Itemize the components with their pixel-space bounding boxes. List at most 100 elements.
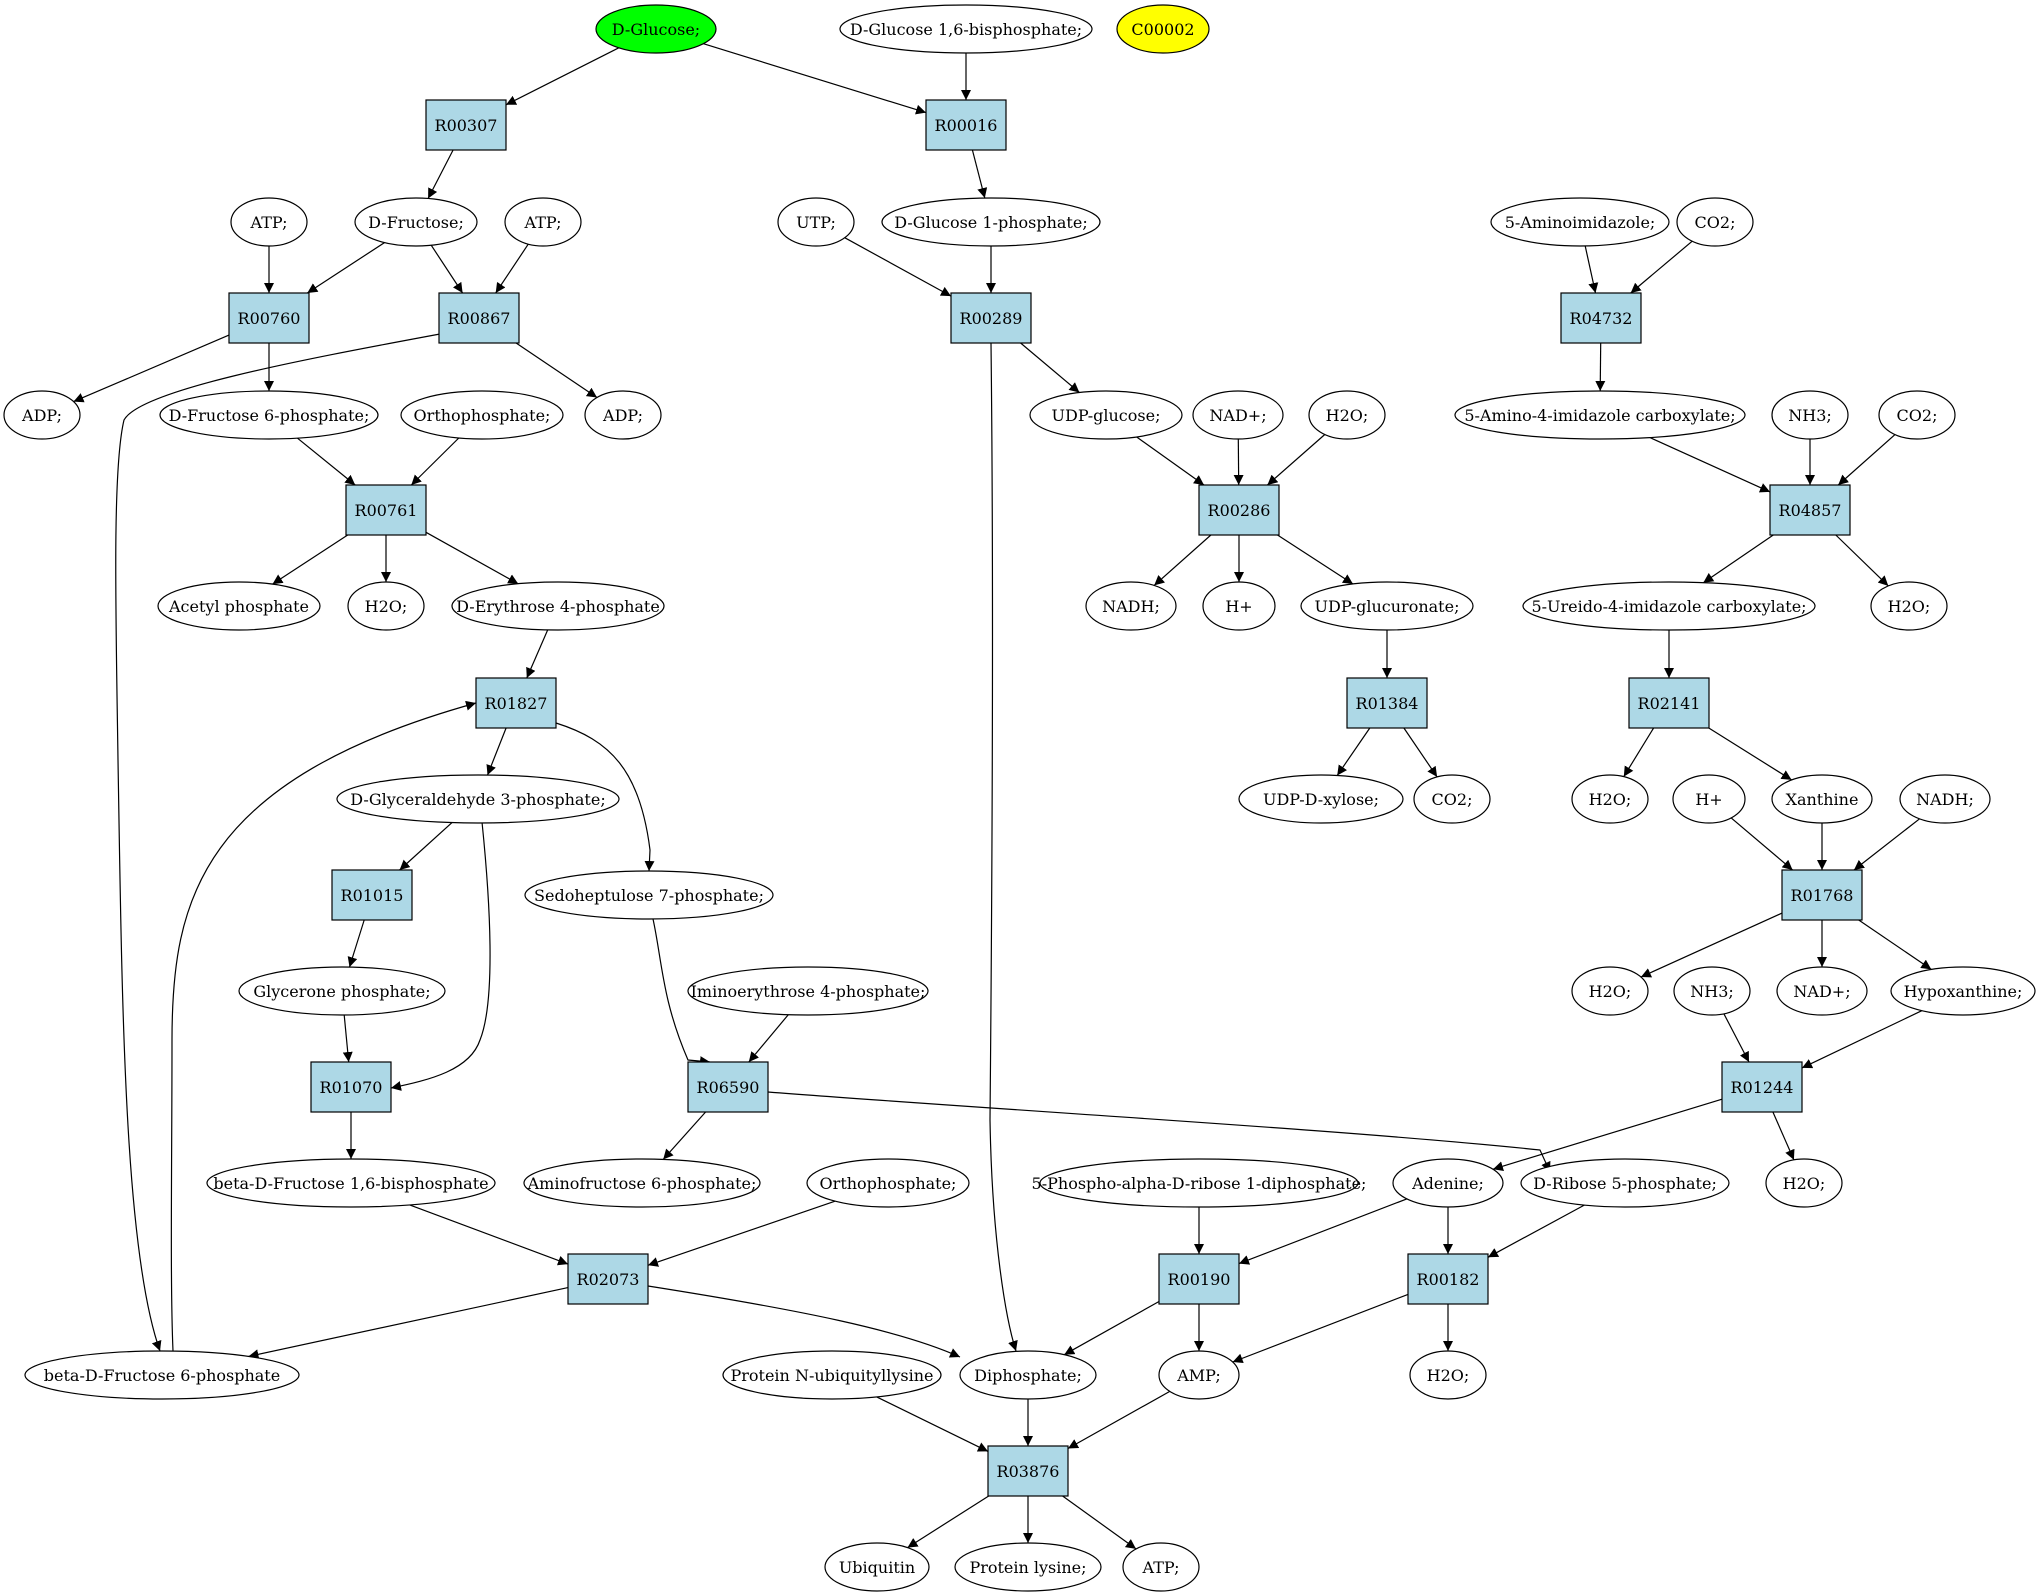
compound-node-c_utp[interactable]: UTP; xyxy=(777,197,855,247)
reaction-node-r_r00182[interactable]: R00182 xyxy=(1407,1253,1489,1305)
reaction-box xyxy=(567,1253,649,1305)
reaction-node-r_r00190[interactable]: R00190 xyxy=(1158,1253,1240,1305)
compound-node-c_udpglucuronate[interactable]: UDP-glucuronate; xyxy=(1300,581,1474,631)
reaction-node-r_r00307[interactable]: R00307 xyxy=(425,99,507,151)
reaction-node-r_r04857[interactable]: R04857 xyxy=(1769,484,1851,536)
reaction-node-r_r06590[interactable]: R06590 xyxy=(687,1061,769,1113)
compound-node-c_nh3_b[interactable]: NH3; xyxy=(1673,966,1751,1016)
compound-node-c_dglucose16bp[interactable]: D-Glucose 1,6-bisphosphate; xyxy=(839,4,1093,54)
compound-node-c_diphosphate[interactable]: Diphosphate; xyxy=(959,1350,1097,1400)
compound-node-c_aminofructose6p[interactable]: Aminofructose 6-phosphate; xyxy=(523,1158,761,1208)
compound-node-c_dribose5p[interactable]: D-Ribose 5-phosphate; xyxy=(1520,1158,1730,1208)
compound-node-c_nh3_a[interactable]: NH3; xyxy=(1771,390,1849,440)
node-label: D-Glucose; xyxy=(612,20,700,39)
compound-node-c_c00002[interactable]: C00002 xyxy=(1116,4,1210,54)
compound-node-c_atp_a[interactable]: ATP; xyxy=(230,197,308,247)
compound-node-c_xanthine[interactable]: Xanthine xyxy=(1771,774,1873,824)
reaction-node-r_r01070[interactable]: R01070 xyxy=(310,1061,392,1113)
compound-node-c_co2_b[interactable]: CO2; xyxy=(1878,390,1956,440)
compound-node-c_5phosphoribose[interactable]: 5-Phospho-alpha-D-ribose 1-diphosphate; xyxy=(1032,1158,1367,1208)
edge-r_r04732-to-c_5amino4imid xyxy=(1595,342,1606,392)
compound-node-c_udpglucose[interactable]: UDP-glucose; xyxy=(1029,390,1183,440)
node-label: CO2; xyxy=(1897,406,1938,425)
reaction-node-r_r04732[interactable]: R04732 xyxy=(1560,292,1642,344)
compound-node-c_nadh_b[interactable]: NADH; xyxy=(1899,774,1991,824)
compound-node-c_nadplus_a[interactable]: NAD+; xyxy=(1192,390,1284,440)
compound-node-c_glyceronep[interactable]: Glycerone phosphate; xyxy=(238,966,446,1016)
reaction-node-r_r00286[interactable]: R00286 xyxy=(1198,484,1280,536)
compound-node-c_dfructose[interactable]: D-Fructose; xyxy=(354,197,478,247)
compound-node-c_h2o_g[interactable]: H2O; xyxy=(1409,1350,1487,1400)
compound-node-c_dglucose1p[interactable]: D-Glucose 1-phosphate; xyxy=(881,197,1101,247)
compound-ellipse xyxy=(1158,1350,1240,1400)
compound-node-c_h2o_c[interactable]: H2O; xyxy=(1870,581,1948,631)
compound-node-c_atp_c[interactable]: ATP; xyxy=(1122,1542,1200,1592)
node-label: UDP-D-xylose; xyxy=(1263,790,1379,809)
compound-node-c_co2_c[interactable]: CO2; xyxy=(1413,774,1491,824)
compound-node-c_h2o_a[interactable]: H2O; xyxy=(1308,390,1386,440)
node-label: Sedoheptulose 7-phosphate; xyxy=(534,886,764,905)
compound-node-c_adp_b[interactable]: ADP; xyxy=(584,390,662,440)
edge-r_r02073-to-c_betadfructose6p xyxy=(248,1287,569,1360)
compound-node-c_ubiquitin[interactable]: Ubiquitin xyxy=(824,1542,930,1592)
compound-node-c_proteinlysine[interactable]: Protein lysine; xyxy=(954,1542,1102,1592)
compound-node-c_dglucose[interactable]: D-Glucose; xyxy=(595,4,717,54)
compound-node-c_iminoerythrose4p[interactable]: Iminoerythrose 4-phosphate; xyxy=(687,966,929,1016)
node-label: UDP-glucose; xyxy=(1052,406,1161,425)
compound-node-c_h2o_d[interactable]: H2O; xyxy=(1571,774,1649,824)
reaction-node-r_r01244[interactable]: R01244 xyxy=(1721,1061,1803,1113)
reaction-node-r_r00867[interactable]: R00867 xyxy=(438,292,520,344)
compound-node-c_udpdxylose[interactable]: UDP-D-xylose; xyxy=(1238,774,1404,824)
compound-ellipse xyxy=(504,197,582,247)
compound-node-c_dglyceraldehyde3p[interactable]: D-Glyceraldehyde 3-phosphate; xyxy=(336,774,620,824)
compound-node-c_adenine[interactable]: Adenine; xyxy=(1392,1158,1504,1208)
compound-node-c_amp[interactable]: AMP; xyxy=(1158,1350,1240,1400)
compound-node-c_5aminoimidazole[interactable]: 5-Aminoimidazole; xyxy=(1490,197,1670,247)
edge-c_co2_a-to-r_r04732 xyxy=(1630,240,1693,294)
reaction-node-r_r01384[interactable]: R01384 xyxy=(1346,677,1428,729)
compound-node-c_h2o_e[interactable]: H2O; xyxy=(1571,966,1649,1016)
compound-node-c_dfructose6p[interactable]: D-Fructose 6-phosphate; xyxy=(159,390,379,440)
reaction-node-r_r00016[interactable]: R00016 xyxy=(925,99,1007,151)
reaction-node-r_r01827[interactable]: R01827 xyxy=(475,677,557,729)
reaction-node-r_r02141[interactable]: R02141 xyxy=(1628,677,1710,729)
compound-node-c_5ureido[interactable]: 5-Ureido-4-imidazole carboxylate; xyxy=(1522,581,1816,631)
node-label: ATP; xyxy=(1142,1558,1180,1577)
compound-node-c_proteinnubiq[interactable]: Protein N-ubiquityllysine xyxy=(722,1350,942,1400)
reaction-node-r_r00761[interactable]: R00761 xyxy=(345,484,427,536)
compound-node-c_h2o_b[interactable]: H2O; xyxy=(347,581,425,631)
compound-ellipse xyxy=(347,581,425,631)
compound-ellipse xyxy=(1490,197,1670,247)
compound-node-c_5amino4imid[interactable]: 5-Amino-4-imidazole carboxylate; xyxy=(1454,390,1746,440)
compound-node-c_nadh_a[interactable]: NADH; xyxy=(1085,581,1177,631)
compound-node-c_co2_a[interactable]: CO2; xyxy=(1676,197,1754,247)
compound-node-c_atp_b[interactable]: ATP; xyxy=(504,197,582,247)
edge-r_r06590-to-c_dribose5p xyxy=(767,1091,1551,1173)
compound-node-c_sedoheptulose7p[interactable]: Sedoheptulose 7-phosphate; xyxy=(524,870,774,920)
edge-r_r00867-to-c_betadfructose6p xyxy=(115,333,441,1352)
edge-c_derythrose4p-to-r_r01827 xyxy=(526,629,549,679)
reaction-node-r_r01768[interactable]: R01768 xyxy=(1781,869,1863,921)
reaction-node-r_r00289[interactable]: R00289 xyxy=(950,292,1032,344)
compound-node-c_betadfructose6p[interactable]: beta-D-Fructose 6-phosphate xyxy=(24,1350,300,1400)
reaction-node-r_r00760[interactable]: R00760 xyxy=(228,292,310,344)
compound-node-c_nadplus_b[interactable]: NAD+; xyxy=(1776,966,1868,1016)
reaction-node-r_r03876[interactable]: R03876 xyxy=(987,1445,1069,1497)
compound-node-c_orthophosphate_b[interactable]: Orthophosphate; xyxy=(806,1158,970,1208)
compound-node-c_orthophosphate_a[interactable]: Orthophosphate; xyxy=(400,390,564,440)
compound-node-c_acetylp[interactable]: Acetyl phosphate xyxy=(157,581,321,631)
reaction-node-r_r01015[interactable]: R01015 xyxy=(331,869,413,921)
compound-node-c_betadfructose16bp[interactable]: beta-D-Fructose 1,6-bisphosphate xyxy=(206,1158,496,1208)
compound-node-c_hypoxanthine[interactable]: Hypoxanthine; xyxy=(1890,966,2036,1016)
reaction-node-r_r02073[interactable]: R02073 xyxy=(567,1253,649,1305)
reaction-box xyxy=(475,677,557,729)
node-label: R01070 xyxy=(320,1078,383,1097)
compound-node-c_hplus_b[interactable]: H+ xyxy=(1672,774,1746,824)
compound-node-c_hplus_a[interactable]: H+ xyxy=(1202,581,1276,631)
compound-node-c_h2o_f[interactable]: H2O; xyxy=(1765,1158,1843,1208)
compound-node-c_adp_a[interactable]: ADP; xyxy=(3,390,81,440)
node-label: H2O; xyxy=(1888,597,1931,616)
reaction-box xyxy=(687,1061,769,1113)
compound-node-c_derythrose4p[interactable]: D-Erythrose 4-phosphate xyxy=(451,581,665,631)
edge-c_dglucose-to-r_r00016 xyxy=(703,43,927,115)
